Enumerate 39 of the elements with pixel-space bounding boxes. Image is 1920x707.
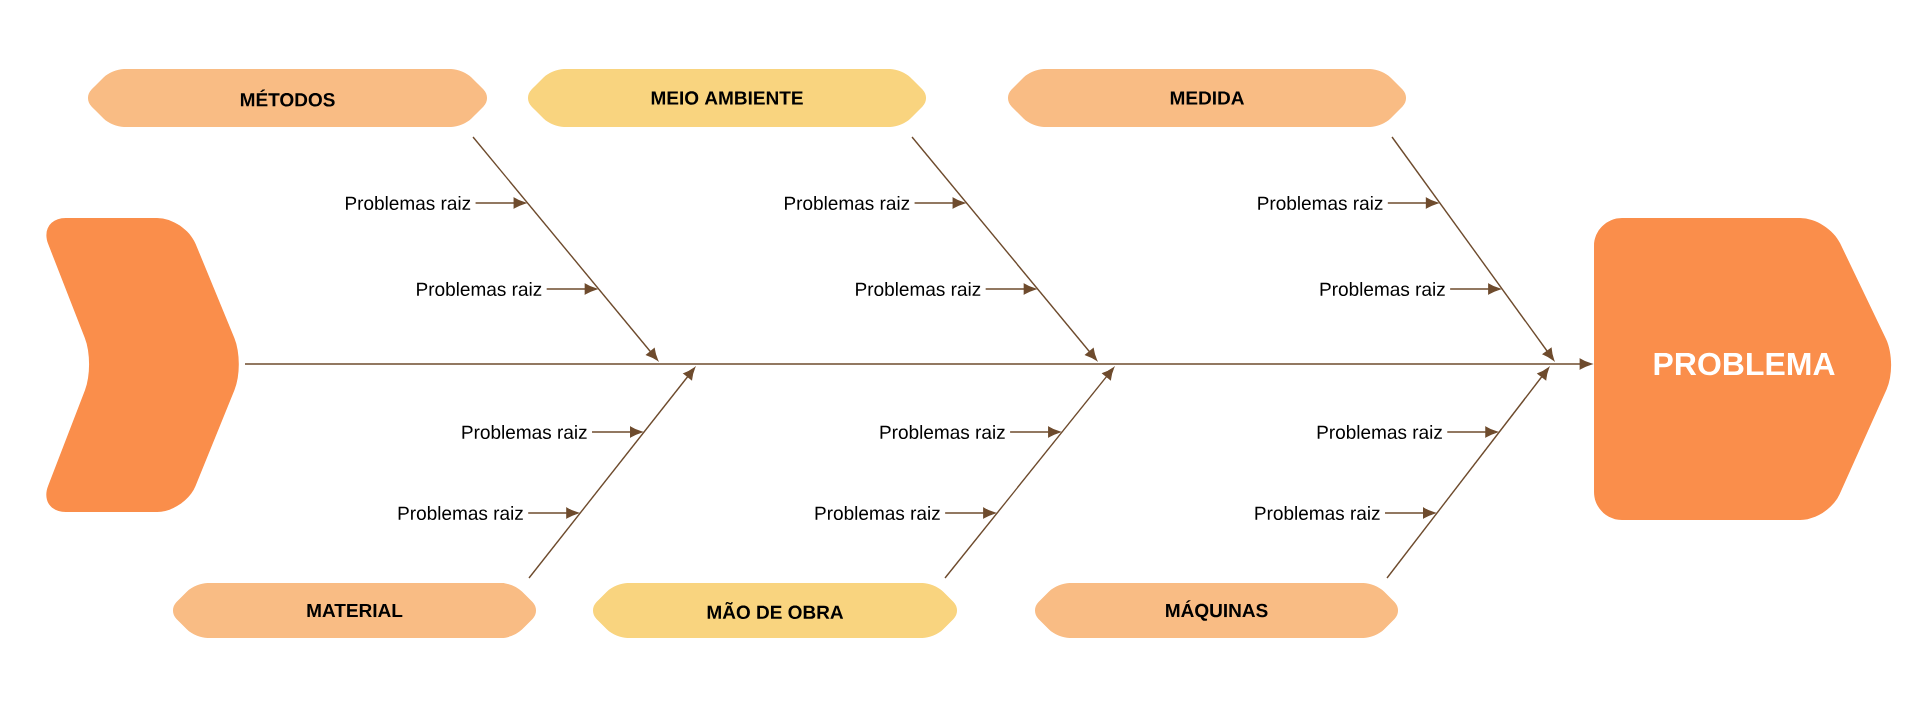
cause-label: Problemas raiz: [1317, 425, 1442, 439]
cause-line: [1387, 197, 1438, 209]
cause-label: Problemas raiz: [462, 425, 587, 439]
cause-label: Problemas raiz: [815, 506, 940, 520]
spine-line: [244, 358, 1592, 370]
fish-bone: [528, 367, 696, 579]
cause-label: Problemas raiz: [1320, 282, 1445, 296]
fish-bone: [1386, 367, 1550, 579]
fish-bone: [944, 367, 1115, 579]
cause-label: Problemas raiz: [417, 282, 542, 296]
cause-line: [944, 507, 996, 519]
cause-line: [527, 507, 579, 519]
cause-label: Problemas raiz: [398, 506, 523, 520]
cause-line: [1009, 426, 1061, 438]
cause-line: [591, 426, 643, 438]
category-banner: MATERIAL: [173, 583, 537, 638]
category-banner: MEIO AMBIENTE: [528, 69, 927, 127]
cause-label: Problemas raiz: [785, 196, 910, 210]
cause-label: Problemas raiz: [880, 425, 1005, 439]
cause-line: [913, 197, 965, 209]
cause-line: [1446, 426, 1498, 438]
cause-line: [1449, 283, 1501, 295]
cause-line: [474, 197, 526, 209]
cause-line: [1384, 507, 1436, 519]
cause-label: Problemas raiz: [1255, 506, 1380, 520]
cause-label: Problemas raiz: [1258, 196, 1383, 210]
fish-bone: [472, 136, 659, 361]
fish-bone: [1391, 136, 1555, 361]
tail-chevron: [46, 218, 239, 512]
category-banner: MÉTODOS: [88, 69, 488, 127]
cause-line: [545, 283, 597, 295]
category-banner: MÃO DE OBRA: [593, 583, 958, 638]
cause-label: Problemas raiz: [346, 196, 471, 210]
category-banner: MEDIDA: [1008, 69, 1407, 127]
fish-bone: [911, 136, 1098, 361]
cause-line: [984, 283, 1036, 295]
cause-label: Problemas raiz: [856, 282, 981, 296]
category-banner: MÁQUINAS: [1035, 583, 1399, 638]
problem-box: PROBLEMA: [1594, 218, 1892, 520]
